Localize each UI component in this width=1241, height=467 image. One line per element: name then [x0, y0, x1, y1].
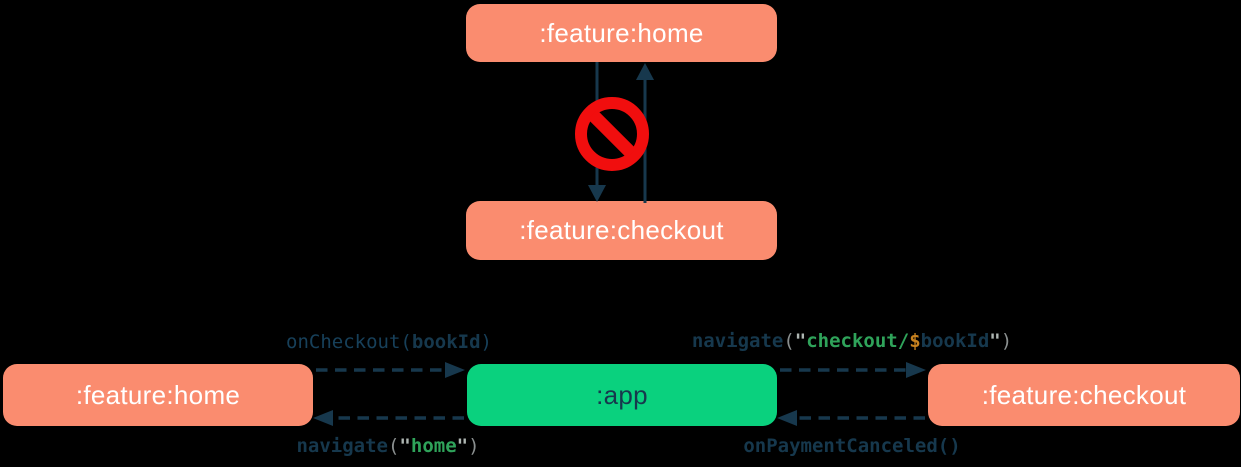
no-entry-icon	[575, 97, 649, 171]
code-string: home	[410, 435, 457, 457]
edge-label-onpaymentcanceled: onPaymentCanceled()	[743, 435, 960, 457]
arrow-app-to-home	[313, 410, 464, 426]
code-paren: (	[783, 330, 795, 352]
code-quote: "	[456, 435, 469, 457]
code-fn: navigate	[296, 435, 388, 457]
module-node-label: :feature:checkout	[981, 379, 1187, 410]
module-node-label: :feature:home	[75, 379, 241, 410]
arrow-checkout-to-app	[777, 410, 925, 426]
module-node-label: :feature:checkout	[519, 215, 724, 245]
code-paren: ()	[937, 435, 961, 457]
code-var: bookId	[920, 330, 990, 352]
code-string: checkout/	[806, 330, 910, 352]
module-node-app: :app	[467, 364, 777, 426]
code-paren: )	[1000, 330, 1013, 352]
code-paren: (	[400, 331, 412, 353]
code-paren: (	[387, 435, 400, 457]
code-fn: navigate	[691, 330, 784, 352]
edge-label-navigate-checkout: navigate("checkout/$bookId")	[692, 330, 1012, 352]
arrow-app-to-checkout	[780, 362, 926, 378]
no-entry-bar	[587, 109, 637, 159]
module-node-feature-home-bottom: :feature:home	[3, 364, 313, 426]
edge-label-navigate-home: navigate("home")	[296, 435, 479, 457]
code-dollar: $	[909, 330, 921, 352]
code-quote: "	[989, 330, 1001, 352]
module-node-label: :feature:home	[539, 17, 704, 48]
code-fn: onCheckout	[286, 331, 401, 353]
arrow-home-to-app	[316, 362, 465, 378]
module-node-feature-home-top: :feature:home	[466, 4, 777, 62]
edge-label-oncheckout: onCheckout(bookId)	[286, 331, 492, 353]
code-fn: onPaymentCanceled	[743, 435, 938, 457]
code-arg: bookId	[411, 331, 481, 353]
module-node-feature-checkout-top: :feature:checkout	[466, 201, 777, 260]
module-node-label: :app	[596, 379, 648, 410]
code-paren: )	[468, 435, 480, 457]
code-quote: "	[794, 330, 807, 352]
code-quote: "	[399, 435, 411, 457]
module-node-feature-checkout-bottom: :feature:checkout	[928, 364, 1240, 426]
code-paren: )	[480, 331, 492, 353]
